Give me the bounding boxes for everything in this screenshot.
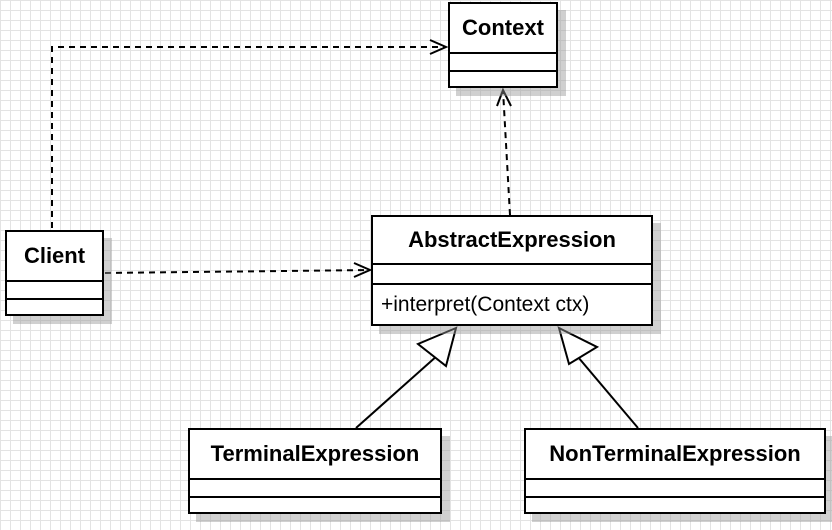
context-attributes-section [450, 54, 556, 72]
nonterminal-expression-attributes-section [526, 480, 824, 498]
client-to-abstract-arrowhead [353, 262, 373, 278]
abstract-expression-class-name: AbstractExpression [373, 217, 651, 265]
client-to-context-dependency [51, 46, 446, 228]
client-class[interactable]: Client [5, 230, 104, 316]
client-to-abstract-dependency [104, 269, 371, 274]
terminal-generalization-triangle [416, 326, 458, 368]
terminal-expression-class[interactable]: TerminalExpression [188, 428, 442, 514]
client-class-name: Client [7, 232, 102, 282]
abstract-to-context-arrowhead [496, 87, 512, 107]
context-class[interactable]: Context [448, 2, 558, 88]
terminal-expression-methods-section [190, 498, 440, 512]
abstract-to-context-dependency [502, 89, 511, 216]
nonterminal-expression-class[interactable]: NonTerminalExpression [524, 428, 826, 514]
nonterminal-generalization-triangle [557, 326, 600, 366]
nonterminal-generalization-line [577, 356, 639, 429]
context-class-name: Context [450, 4, 556, 54]
abstract-expression-interpret-method: +interpret(Context ctx) [381, 292, 590, 316]
abstract-expression-class[interactable]: AbstractExpression +interpret(Context ct… [371, 215, 653, 326]
terminal-expression-attributes-section [190, 480, 440, 498]
context-methods-section [450, 72, 556, 86]
client-attributes-section [7, 282, 102, 300]
nonterminal-expression-class-name: NonTerminalExpression [526, 430, 824, 480]
abstract-expression-attributes-section [373, 265, 651, 285]
terminal-expression-class-name: TerminalExpression [190, 430, 440, 480]
client-methods-section [7, 300, 102, 314]
nonterminal-expression-methods-section [526, 498, 824, 512]
terminal-generalization-line [355, 354, 439, 429]
client-to-context-arrowhead [429, 39, 449, 55]
